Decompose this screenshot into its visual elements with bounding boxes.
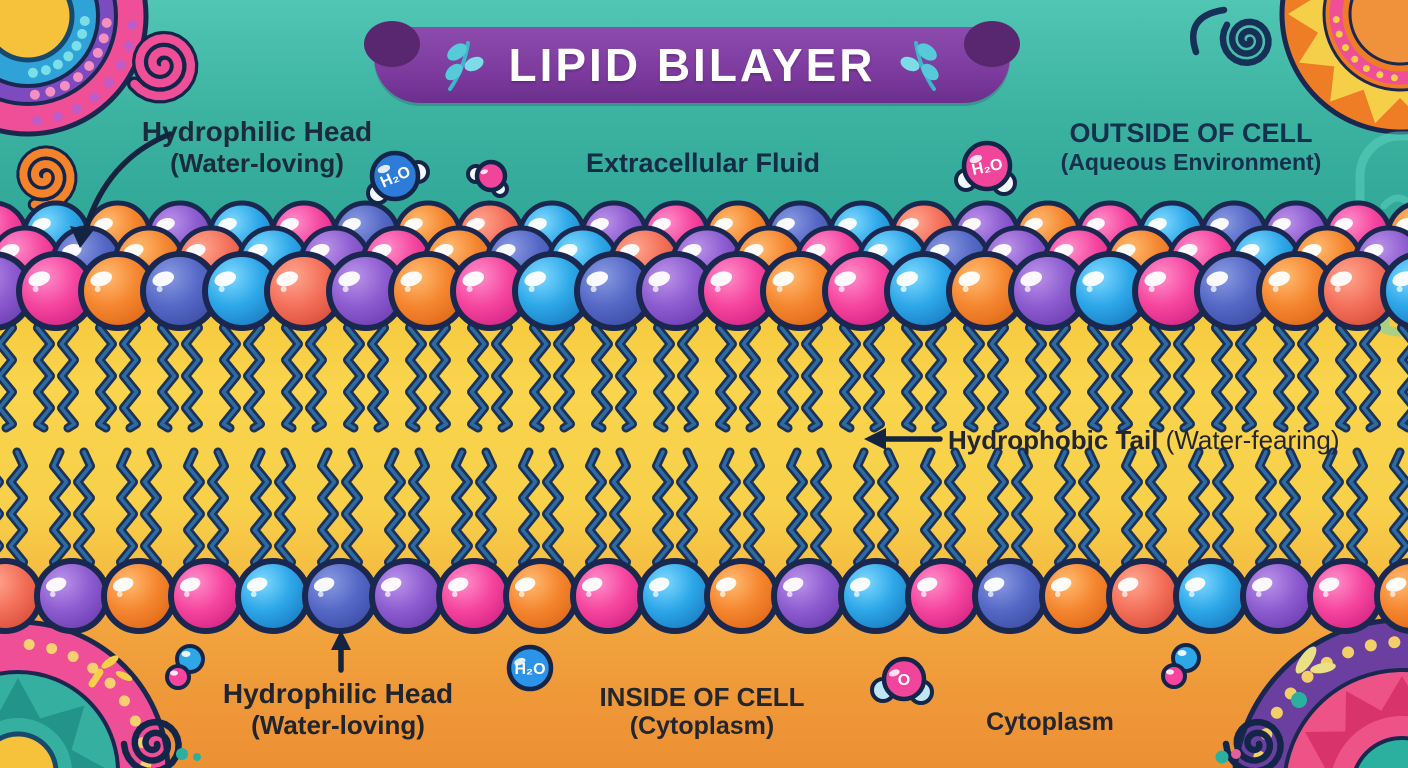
corner-mandala-bottom-left <box>0 619 201 768</box>
hydrophilic-head-top-label: Hydrophilic Head (Water-loving) <box>87 116 427 179</box>
molecule-pair-bottom-left <box>165 644 205 690</box>
hydrophobic-tail-label-name: Hydrophobic Tail <box>948 425 1159 455</box>
lower-tails <box>0 447 1408 583</box>
page-title: LIPID BILAYER <box>508 39 876 91</box>
cytoplasm-label: Cytoplasm <box>986 708 1114 736</box>
molecule-h2o-top-right: H₂O <box>954 140 1017 196</box>
hydrophilic-head-top-line1: Hydrophilic Head <box>141 116 373 147</box>
head-row-bottom <box>0 558 1408 634</box>
outside-of-cell-line1: OUTSIDE OF CELL <box>1069 118 1313 148</box>
title-banner: LIPID BILAYER <box>364 21 1020 103</box>
corner-mandala-top-right <box>1189 0 1408 135</box>
molecule-pair-bottom-right <box>1161 643 1201 689</box>
inside-of-cell-line2: (Cytoplasm) <box>629 712 775 741</box>
molecule-label: O <box>898 672 910 689</box>
leaf-decoration-icon <box>900 41 939 91</box>
hydrophilic-head-top-line2: (Water-loving) <box>170 148 344 179</box>
water-molecules: H₂O H₂O H₂O O <box>165 140 1201 705</box>
hydrophilic-head-bottom-label: Hydrophilic Head (Water-loving) <box>178 678 498 741</box>
hydrophilic-top-arrowhead <box>70 226 93 248</box>
hydrophobic-tail-label-qualifier: (Water-fearing) <box>1158 425 1340 455</box>
upper-tails <box>0 307 1408 433</box>
hydrophobic-tail-arrowhead <box>864 428 886 450</box>
outside-of-cell-label: OUTSIDE OF CELL (Aqueous Environment) <box>1026 118 1356 176</box>
molecule-h2o-bottom-center: H₂O <box>506 644 554 692</box>
hydrophobic-tail-label: Hydrophobic Tail (Water-fearing) <box>948 425 1340 455</box>
molecule-label: H₂O <box>970 156 1004 179</box>
corner-mandala-top-left <box>0 0 199 213</box>
hydrophilic-top-arrow <box>83 131 173 231</box>
molecule-o-bottom: O <box>870 656 934 705</box>
hydrophilic-bottom-arrowhead <box>331 630 351 650</box>
extracellular-fluid-label: Extracellular Fluid <box>585 148 821 178</box>
molecule-h2o-top-left: H₂O <box>366 150 430 205</box>
molecule-label: H₂O <box>514 661 545 678</box>
hydrophilic-head-bottom-line1: Hydrophilic Head <box>222 678 454 709</box>
inside-of-cell-label: INSIDE OF CELL (Cytoplasm) <box>552 682 852 741</box>
molecule-water-top-small <box>466 159 509 198</box>
outside-of-cell-line2: (Aqueous Environment) <box>1060 149 1322 176</box>
head-row-top-front <box>0 251 1408 331</box>
hydrophilic-head-bottom-line2: (Water-loving) <box>251 710 425 741</box>
inside-of-cell-line1: INSIDE OF CELL <box>599 682 805 712</box>
leaf-decoration-icon <box>445 41 484 91</box>
